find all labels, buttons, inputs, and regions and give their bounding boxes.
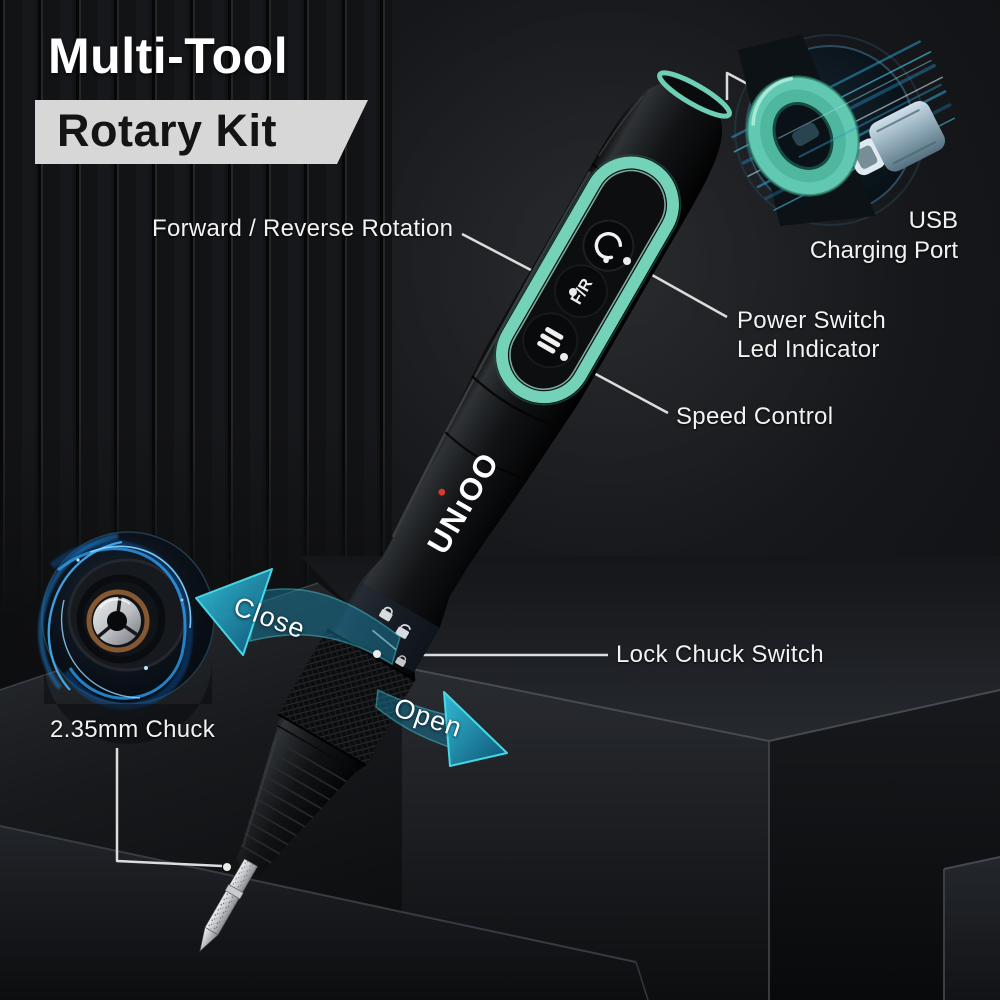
label-speed-control: Speed Control [676, 403, 834, 430]
low-platform-face [0, 826, 648, 1000]
usb-zoom-inset [734, 34, 926, 226]
dot-lock-chuck [373, 650, 381, 658]
dot-forward-reverse [569, 288, 577, 296]
cube-top-face [300, 556, 1000, 741]
callout-dots [223, 257, 631, 871]
lock-closed-icon [379, 606, 393, 622]
label-lock-chuck-switch: Lock Chuck Switch [616, 641, 824, 668]
label-usb-line2: Charging Port [809, 237, 958, 264]
control-panel: F/R [493, 154, 682, 406]
dot-chuck [223, 863, 231, 871]
lock-open-icon [395, 624, 411, 639]
wall-slats-panel [0, 0, 392, 612]
label-power-line1: Power Switch [737, 307, 886, 334]
corner-cube-face [944, 857, 1000, 1000]
cube-right-face [769, 690, 1000, 1000]
label-forward-reverse: Forward / Reverse Rotation [152, 215, 454, 242]
close-arrow [195, 568, 401, 666]
label-usb-charging-port: USB Charging Port [792, 206, 958, 266]
label-power-switch: Power Switch Led Indicator [737, 306, 886, 364]
speed-bars-icon [537, 327, 564, 354]
dot-speed-control [560, 353, 568, 361]
engraving-bit [199, 858, 258, 952]
label-usb-line1: USB [908, 207, 958, 234]
label-chuck-size: 2.35mm Chuck [50, 716, 215, 743]
fr-button [554, 264, 608, 319]
knurled-collar [277, 629, 416, 766]
brand-red-dot [438, 488, 446, 496]
power-icon [594, 232, 623, 264]
dot-power-switch [623, 257, 631, 265]
page-title: Multi-Tool [48, 28, 289, 84]
lock-small-icon [395, 655, 407, 667]
power-button [582, 219, 635, 272]
nose-cone-ribs [240, 738, 347, 864]
open-arrow [375, 688, 508, 767]
line-chuck [115, 748, 223, 868]
title-banner: Rotary Kit [35, 100, 368, 164]
chuck-zoom-inset [41, 531, 215, 705]
title-banner-text: Rotary Kit [57, 105, 278, 156]
rotary-pen: F/R UNıOO [199, 70, 732, 952]
label-power-line2: Led Indicator [737, 336, 880, 363]
